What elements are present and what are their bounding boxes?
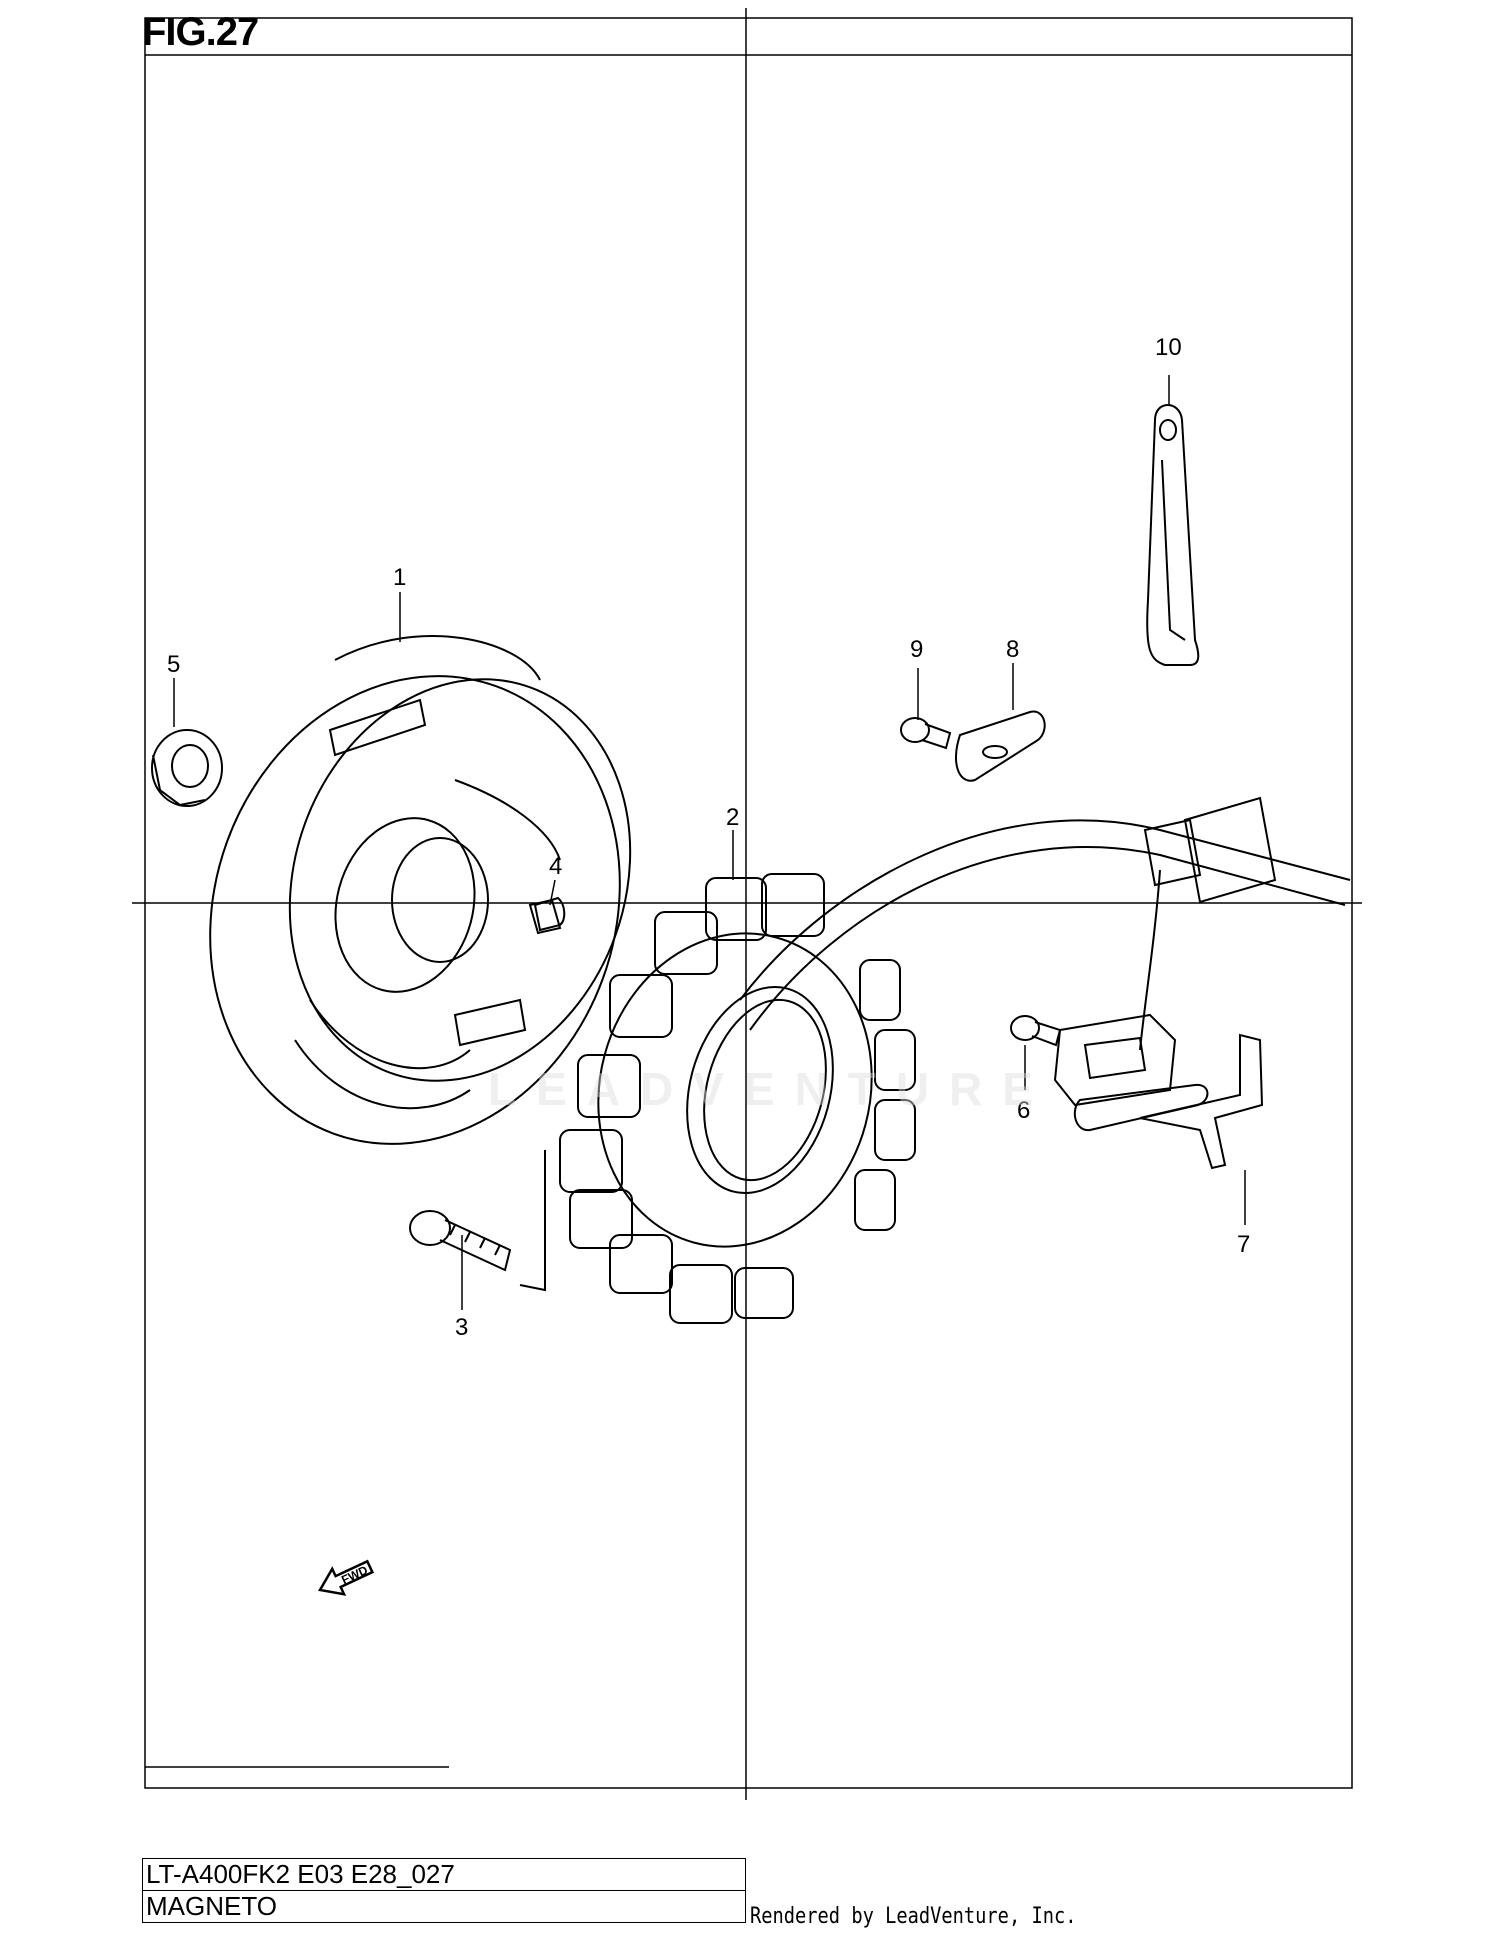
part-10-clamp <box>1146 404 1200 666</box>
fwd-label: FWD <box>339 1563 370 1587</box>
watermark: LEADVENTURE <box>488 1063 1054 1115</box>
leader-lines <box>173 375 1246 1310</box>
callout-5: 5 <box>167 651 180 678</box>
wire-harness <box>739 796 1351 1051</box>
part-1-flywheel <box>209 635 632 1145</box>
callout-4: 4 <box>549 853 562 880</box>
model-code-box: LT-A400FK2 E03 E28_027 <box>142 1858 746 1891</box>
part-5-nut <box>151 729 223 807</box>
callout-3: 3 <box>455 1314 468 1341</box>
callout-9: 9 <box>910 636 923 663</box>
part-4-key <box>533 896 566 932</box>
fwd-arrow-icon: FWD <box>318 1559 375 1596</box>
figure-label: FIG.27 <box>142 10 259 54</box>
callout-1: 1 <box>393 564 406 591</box>
render-credit: Rendered by LeadVenture, Inc. <box>750 1904 1077 1929</box>
part-3-bolt <box>409 1150 546 1292</box>
part-2-stator <box>559 873 916 1324</box>
callout-7: 7 <box>1237 1231 1250 1258</box>
part-9-screw <box>900 717 952 750</box>
callout-8: 8 <box>1006 636 1019 663</box>
callout-2: 2 <box>726 804 739 831</box>
section-name-box: MAGNETO <box>142 1890 746 1923</box>
part-7-pickup-bracket <box>1053 1013 1264 1170</box>
part-8-plate <box>955 710 1046 782</box>
callout-6: 6 <box>1017 1097 1030 1124</box>
callout-10: 10 <box>1155 334 1182 361</box>
part-6-screw <box>1010 1015 1062 1047</box>
